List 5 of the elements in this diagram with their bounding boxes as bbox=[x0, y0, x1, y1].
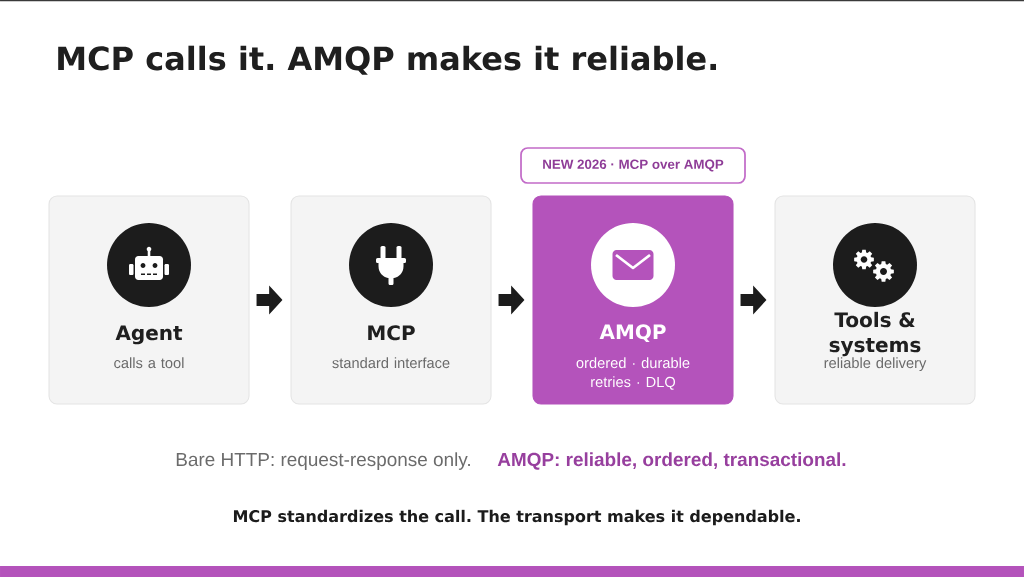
footer-note: MCP standardizes the call. The transport makes it dependable. bbox=[234, 509, 800, 526]
note-text: Bare HTTP: request-response only. bbox=[176, 452, 470, 470]
highlight-text: AMQP: reliable, ordered, transactional. bbox=[497, 452, 846, 470]
slide-title: MCP calls it. AMQP makes it reliable. bbox=[58, 45, 716, 75]
badge: NEW 2026 · MCP over AMQP bbox=[520, 147, 746, 184]
